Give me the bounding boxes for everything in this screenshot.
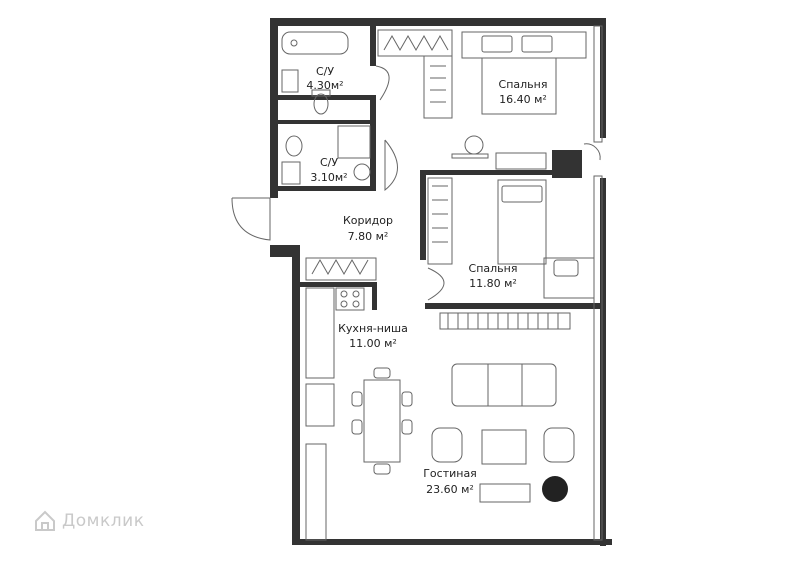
corridor-area: 7.80 м² xyxy=(348,230,389,243)
bedroom2-area: 11.80 м² xyxy=(469,277,517,290)
bath2-name: С/У xyxy=(320,156,338,169)
corridor-name: Коридор xyxy=(343,214,393,227)
kitchen-area: 11.00 м² xyxy=(349,337,397,350)
kitchen-name: Кухня-ниша xyxy=(338,322,408,335)
bath1-name: С/У xyxy=(316,65,334,78)
bedroom1-area: 16.40 м² xyxy=(499,93,547,106)
watermark: Домклик xyxy=(34,510,144,532)
furniture xyxy=(231,25,603,541)
living-name: Гостиная xyxy=(423,467,477,480)
bath2-area: 3.10м² xyxy=(310,171,347,184)
walls xyxy=(270,18,612,546)
bedroom1-name: Спальня xyxy=(499,78,548,91)
bedroom2-name: Спальня xyxy=(469,262,518,275)
living-area: 23.60 м² xyxy=(426,483,474,496)
house-logo-icon xyxy=(35,510,55,531)
plant xyxy=(542,476,568,502)
watermark-text: Домклик xyxy=(62,511,145,531)
bath1-area: 4.30м² xyxy=(306,79,343,92)
room-labels: С/У 4.30м² С/У 3.10м² Спальня 16.40 м² С… xyxy=(306,65,547,496)
